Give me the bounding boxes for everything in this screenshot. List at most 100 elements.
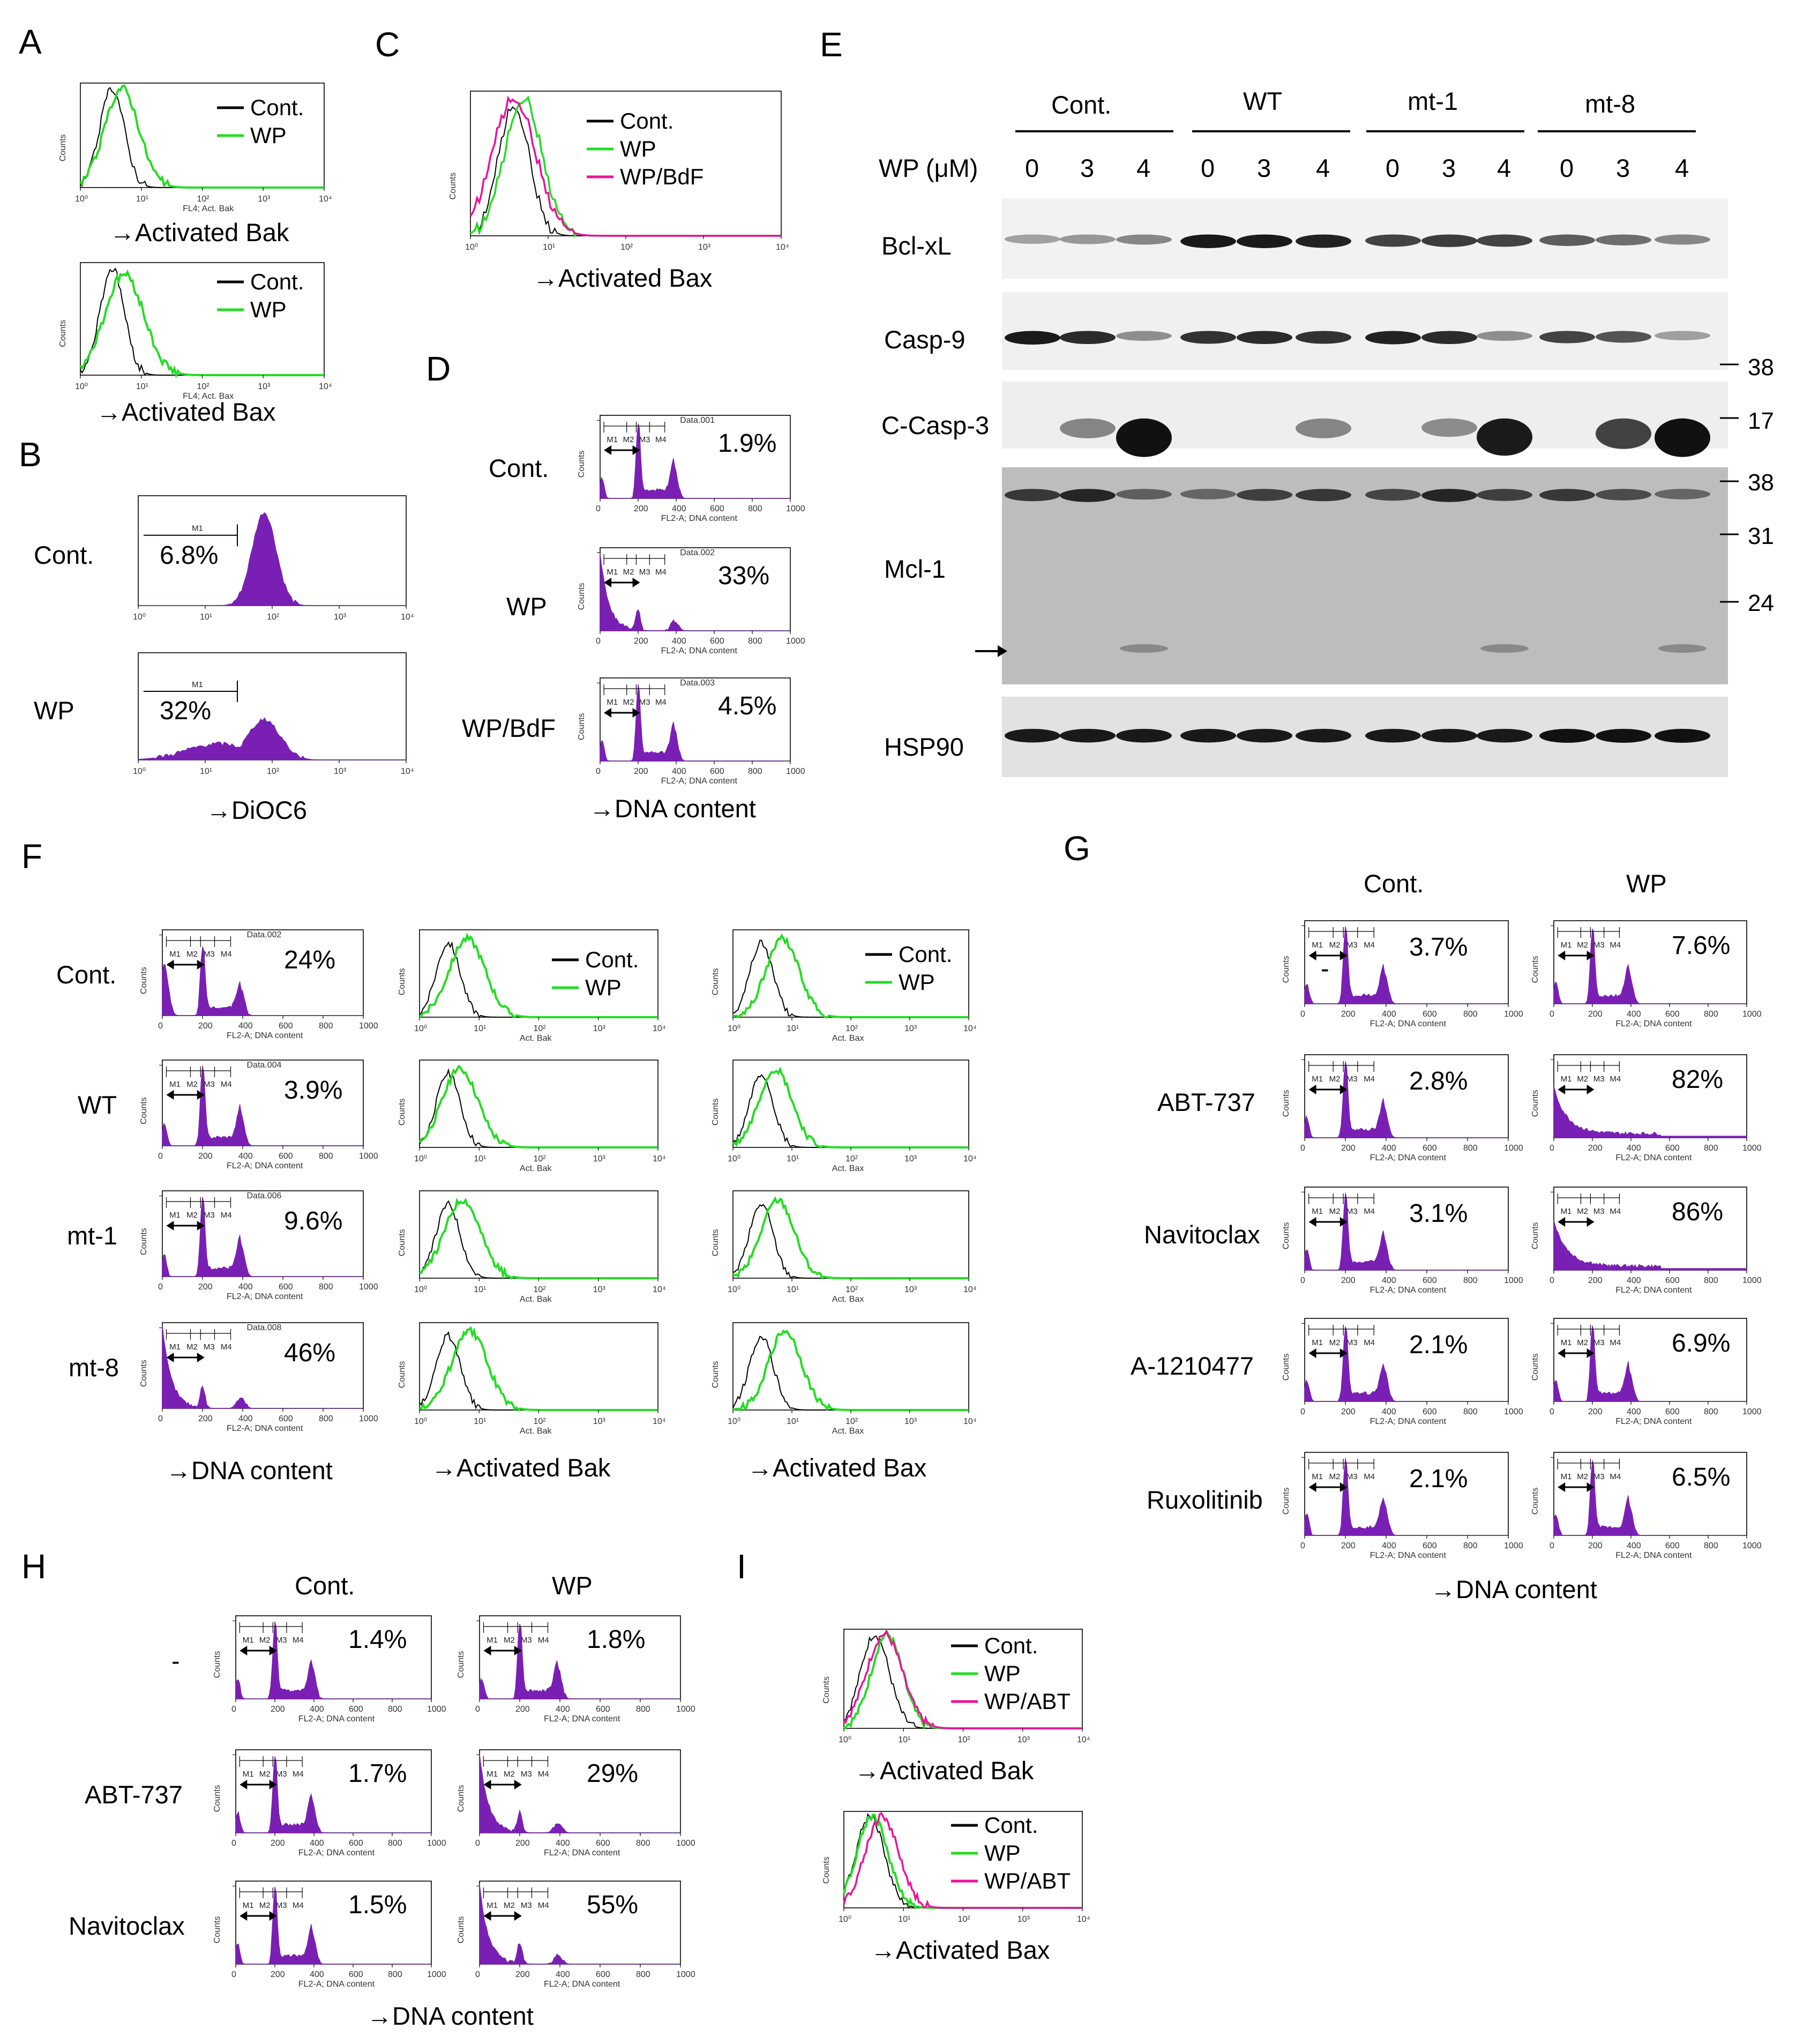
panel-h-wp-0-ticklabel-0: 0 [475,1705,480,1714]
panel-i-bak-legend-label-0: Cont. [984,1633,1038,1658]
panel-h-wp-2-ticklabel-3: 600 [596,1970,610,1979]
panel-f-dna-0-marker-2: M3 [204,950,215,959]
panel-d-row-0-ticklabel-4: 800 [748,504,762,513]
panel-g-rowlabel-2: Navitoclax [1144,1220,1260,1249]
panel-f-dna-1-ticklabel-4: 800 [319,1152,333,1161]
panel-h-cont-1-ticklabel-5: 1000 [427,1839,446,1848]
panel-g-cont-4-ticklabel-0: 0 [1300,1541,1305,1550]
panel-g-cont-4-ticklabel-3: 600 [1423,1541,1437,1550]
panel-d-row-1-datatag: Data.002 [680,548,715,557]
panel-g-wp-0-ticklabel-0: 0 [1550,1010,1554,1019]
panel-g-cont-0-marker-0: M1 [1312,941,1323,950]
panel-d-row-1-marker-2: M3 [639,568,650,577]
panel-b-cont-histogram [138,512,406,606]
panel-h-wp-1-arrow-left [483,1780,491,1789]
panel-f-bax-0-ticklabel-2: 10² [845,1024,858,1033]
panel-d-row-2-marker-1: M2 [623,698,634,707]
panel-e-dose-10: 3 [1616,154,1630,182]
panel-h-wp-0-ticklabel-5: 1000 [676,1705,695,1714]
panel-f-pct-3: 46% [284,1339,335,1367]
panel-e-band-4-11 [1655,729,1710,743]
panel-g-cont-3-arrow-left [1308,1348,1316,1358]
panel-d-row-label-1: WP [506,592,547,621]
panel-c-bax-ticklabel-2: 10² [620,243,633,252]
panel-g-wp-4-ylabel: Counts [1531,1488,1540,1515]
panel-f-bak-0-ticklabel-1: 10¹ [474,1024,486,1033]
panel-i-bax-legend-label-1: WP [984,1840,1021,1866]
panel-f-bax-2-frame [732,1190,969,1279]
panel-a-bak-ticklabel-1: 10¹ [136,195,148,204]
panel-g-cont-1-ticklabel-5: 1000 [1504,1144,1523,1153]
panel-d-row-2-ylabel: Counts [577,713,586,741]
panel-f-dna-2-histogram [162,1197,363,1277]
panel-f-dna-2-ylabel: Counts [139,1228,148,1255]
panel-f-bax-1-curve-0 [732,1074,969,1148]
panel-g-wp-2-marker-2: M3 [1593,1207,1605,1216]
panel-b-wp-rowlabel: WP [34,696,74,725]
panel-g-pct-cont-3: 2.1% [1409,1331,1468,1359]
panel-e-band-4-0 [1005,729,1060,743]
panel-h-cont-1-marker-0: M1 [243,1770,254,1779]
panel-g-wp-0-marker-1: M2 [1577,941,1588,950]
panel-g-cont-0-frame [1304,920,1509,1004]
panel-g-cont-1-marker-1: M2 [1329,1075,1341,1084]
panel-f-bax-0-ticklabel-0: 10⁰ [728,1024,740,1033]
panel-h-wp-1-histogram [479,1754,680,1833]
panel-e-mw-38b: 38 [1748,469,1774,496]
panel-d-row-0-marker-3: M4 [655,435,667,444]
panel-g-pct-wp-3: 6.9% [1672,1329,1730,1357]
panel-e-band-0-2 [1116,234,1172,245]
panel-h-wp-0-histogram [479,1623,680,1699]
panel-g-cont-0-arrow-right [1339,951,1348,960]
panel-b-cont-ticklabel-1: 10¹ [200,613,212,622]
panel-e-band-0-3 [1180,234,1236,248]
panel-g-cont-4-ticklabel-1: 200 [1341,1541,1356,1550]
panel-c-legend-label-2: WP/BdF [620,164,704,189]
panel-h-pct-cont-0: 1.4% [348,1625,407,1654]
panel-e-band-0-7 [1421,234,1477,247]
panel-e-mcl1-lower-1 [1480,644,1529,653]
panel-h-wp-1-frame [479,1749,681,1833]
panel-d-row-0-ticklabel-3: 600 [710,504,724,513]
panel-d-row-0-datatag: Data.001 [680,416,715,425]
panel-g-wp-3-ticklabel-1: 200 [1588,1407,1603,1416]
panel-g-cont-2-histogram [1304,1192,1508,1271]
panel-f-dna-2-arrow-left [166,1221,174,1230]
panel-h-wp-0-arrow-right [514,1646,522,1655]
panel-g-cont-3-ticklabel-1: 200 [1341,1407,1356,1416]
panel-g-cont-3-histogram [1304,1326,1508,1402]
panel-g-wp-2-ticklabel-3: 600 [1665,1276,1680,1285]
panel-h-cont-0-axis-title: FL2-A; DNA content [298,1714,375,1724]
panel-h-wp-1-ticklabel-0: 0 [475,1839,480,1848]
panel-e-band-0-4 [1237,234,1292,248]
panel-f-bax-3-ticklabel-4: 10⁴ [963,1417,977,1426]
panel-i-bax-ticklabel-2: 10² [958,1915,971,1924]
panel-f-dna-1-ticklabel-0: 0 [158,1152,163,1161]
panel-g-cont-0-ticklabel-2: 400 [1382,1010,1396,1019]
panel-g-cont-0-ticklabel-0: 0 [1300,1010,1305,1019]
panel-f-dna-1-ticklabel-3: 600 [279,1152,293,1161]
panel-i-bak-legend-label-1: WP [984,1661,1021,1686]
panel-f-bax-3-ticklabel-1: 10¹ [787,1417,799,1426]
panel-d-row-0-marker-2: M3 [639,435,650,444]
panel-a-bax-ticklabel-2: 10² [197,382,210,391]
panel-f-dna-0-ticklabel-1: 200 [198,1021,213,1031]
panel-h-cont-2-ticklabel-1: 200 [271,1970,285,1979]
panel-e-mw-24: 24 [1748,590,1774,616]
panel-g-wp-3-ticklabel-5: 1000 [1742,1407,1762,1416]
panel-g-wp-3-marker-2: M3 [1593,1338,1605,1347]
panel-a-bak-ylabel: Counts [58,135,68,162]
panel-d-row-2-marker-3: M4 [655,698,667,707]
panel-g-wp-2-ticklabel-5: 1000 [1742,1276,1762,1285]
panel-i-bax-curve-1 [843,1814,1082,1910]
panel-f-pct-0: 24% [284,946,335,974]
panel-a-xlabel-bax: →Activated Bax [96,398,275,426]
panel-b-wp-ticklabel-1: 10¹ [200,767,212,776]
panel-f-dna-2-ticklabel-4: 800 [319,1282,333,1292]
panel-i-bak-ticklabel-0: 10⁰ [839,1735,851,1744]
panel-g-cont-4-marker-0: M1 [1312,1472,1323,1481]
panel-c-legend-label-1: WP [620,136,656,161]
panel-g-cont-1-ticklabel-1: 200 [1341,1144,1356,1153]
panel-f-dna-3-ticklabel-2: 400 [238,1414,253,1423]
panel-f-bax-1-ylabel: Counts [711,1099,720,1126]
